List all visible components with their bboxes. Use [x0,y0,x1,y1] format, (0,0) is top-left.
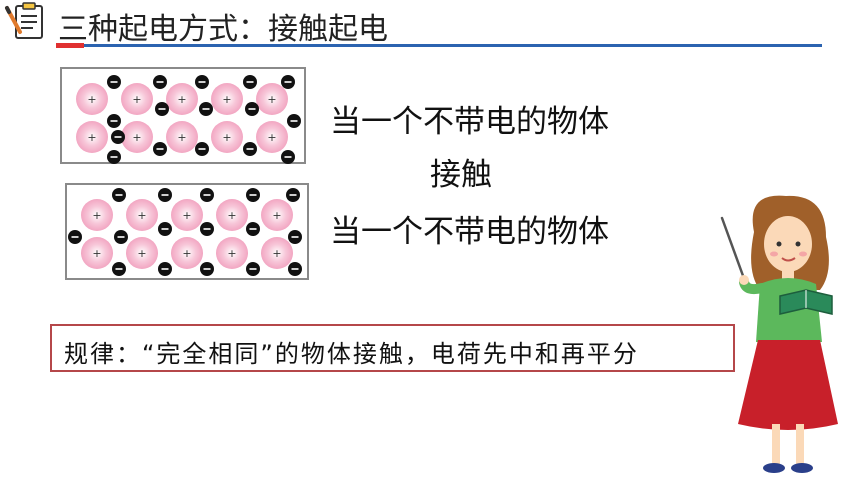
positive-symbol: + [87,93,96,106]
positive-charge [76,121,108,153]
charge-diagram-before: + + + + + + + + + + [60,67,306,164]
positive-symbol: + [132,131,141,144]
after-label: 当一个不带电的物体 [330,214,609,250]
pointer-stick [720,216,748,286]
positive-symbol: + [132,93,141,106]
positive-charge [261,237,293,269]
positive-charge [121,83,153,115]
face [764,216,812,272]
positive-charge [171,199,203,231]
charge-diagram-after-svg: + + + + + + + + + + [68,188,302,276]
positive-charge [216,199,248,231]
positive-symbol: + [87,131,96,144]
positive-charge [261,199,293,231]
teacher-illustration [720,195,838,473]
positive-symbol: + [272,209,281,222]
positive-charge [76,83,108,115]
positive-charge [126,199,158,231]
positive-symbol: + [92,209,101,222]
rule-box: 规律：“完全相同”的物体接触，电荷先中和再平分 [50,324,735,372]
skirt [738,340,838,430]
charge-diagram-after: + + + + + + + + + + [65,183,309,280]
contact-label: 接触 [430,157,492,193]
positive-charge [171,237,203,269]
positive-charge [121,121,153,153]
positive-charge [256,121,288,153]
rule-text: 规律：“完全相同”的物体接触，电荷先中和再平分 [64,340,639,368]
positive-charge [166,121,198,153]
before-label: 当一个不带电的物体 [330,104,609,140]
positive-symbol: + [272,247,281,260]
positive-charge [126,237,158,269]
clipboard-pen-icon [5,2,43,39]
positive-symbol: + [222,131,231,144]
positive-charge [211,83,243,115]
positive-symbol: + [182,209,191,222]
positive-charge [81,237,113,269]
positive-charge [81,199,113,231]
positive-charge [166,83,198,115]
positive-symbol: + [137,209,146,222]
title-underline-accent [56,43,84,48]
positive-symbol: + [227,209,236,222]
positive-charge [211,121,243,153]
title-underline [56,44,822,47]
positive-symbol: + [267,131,276,144]
positive-symbol: + [267,93,276,106]
positive-symbol: + [92,247,101,260]
positive-symbol: + [227,247,236,260]
charge-diagram-before-svg: + + + + + + + + + + [76,75,301,164]
positive-symbol: + [137,247,146,260]
page-title: 三种起电方式：接触起电 [58,12,388,47]
positive-symbol: + [222,93,231,106]
positive-symbol: + [177,131,186,144]
positive-charge [216,237,248,269]
positive-charge [256,83,288,115]
positive-symbol: + [182,247,191,260]
positive-symbol: + [177,93,186,106]
